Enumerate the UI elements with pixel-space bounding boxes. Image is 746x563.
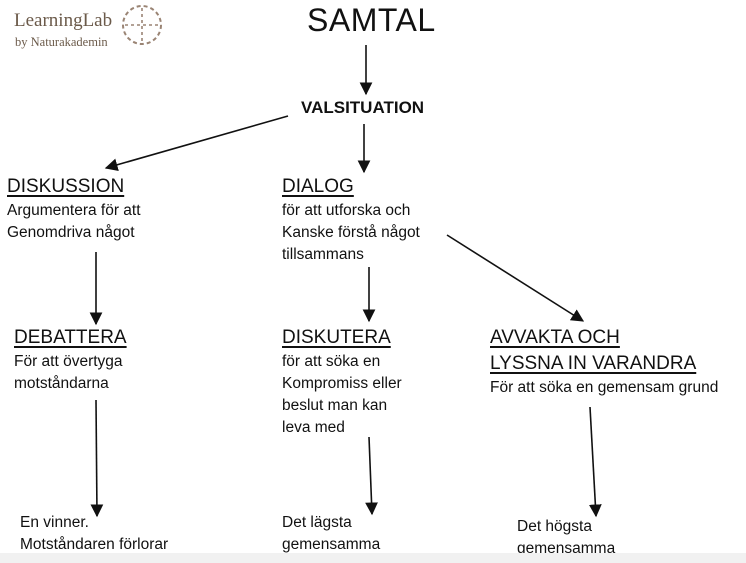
avvakta-heading-line1: AVVAKTA OCH <box>490 327 620 348</box>
arrow-diskutera-outcome <box>365 436 378 516</box>
outcome-diskutera: Det lägsta gemensamma <box>282 512 380 556</box>
diskutera-line3: beslut man kan <box>282 397 388 414</box>
debattera-line2: motståndarna <box>14 375 109 392</box>
dialog-heading: DIALOG <box>282 176 354 197</box>
arrow-avvakta-outcome <box>588 406 602 518</box>
dialog-line3: tillsammans <box>282 246 364 263</box>
avvakta-line1: För att söka en gemensam grund <box>490 379 719 396</box>
outcome-debattera-line1: En vinner. <box>20 514 89 531</box>
valsituation-label: VALSITUATION <box>301 98 425 117</box>
outcome-debattera: En vinner. Motståndaren förlorar <box>20 512 168 556</box>
diskutera-line2: Kompromiss eller <box>282 375 402 392</box>
outcome-avvakta: Det högsta gemensamma <box>517 516 615 560</box>
logo-name: LearningLab <box>14 10 113 31</box>
debattera-heading: DEBATTERA <box>14 327 127 348</box>
diskussion-heading: DISKUSSION <box>7 176 125 197</box>
node-diskutera: DISKUTERA för att söka en Kompromiss ell… <box>282 327 402 439</box>
diskussion-line1: Argumentera för att <box>7 202 141 219</box>
logo-tagline: by Naturakademin <box>15 35 108 49</box>
dialog-line1: för att utforska och <box>282 202 411 219</box>
bottom-edge-strip <box>0 553 746 563</box>
node-avvakta: AVVAKTA OCH LYSSNA IN VARANDRA För att s… <box>490 327 718 399</box>
diagram-title: SAMTAL <box>307 2 436 38</box>
debattera-line1: För att övertyga <box>14 353 123 370</box>
outcome-avvakta-line2: gemensamma <box>517 540 616 557</box>
diskutera-line4: leva med <box>282 419 345 436</box>
diskutera-heading: DISKUTERA <box>282 327 391 348</box>
avvakta-heading-line2: LYSSNA IN VARANDRA <box>490 353 697 374</box>
node-dialog: DIALOG för att utforska och Kanske först… <box>282 176 420 266</box>
arrow-debattera-outcome <box>90 399 104 518</box>
node-debattera: DEBATTERA För att övertyga motståndarna <box>14 327 127 395</box>
diskussion-line2: Genomdriva något <box>7 224 135 241</box>
arrow-valsituation-diskussion <box>104 115 289 171</box>
outcome-diskutera-line2: gemensamma <box>282 536 381 553</box>
outcome-diskutera-line1: Det lägsta <box>282 514 352 531</box>
outcome-avvakta-line1: Det högsta <box>517 518 592 535</box>
outcome-debattera-line2: Motståndaren förlorar <box>20 536 169 553</box>
logo-mark-icon <box>122 5 162 45</box>
diskutera-line1: för att söka en <box>282 353 381 370</box>
node-diskussion: DISKUSSION Argumentera för att Genomdriv… <box>7 176 141 244</box>
dialog-line2: Kanske förstå något <box>282 224 420 241</box>
arrow-dialog-avvakta <box>446 234 585 322</box>
